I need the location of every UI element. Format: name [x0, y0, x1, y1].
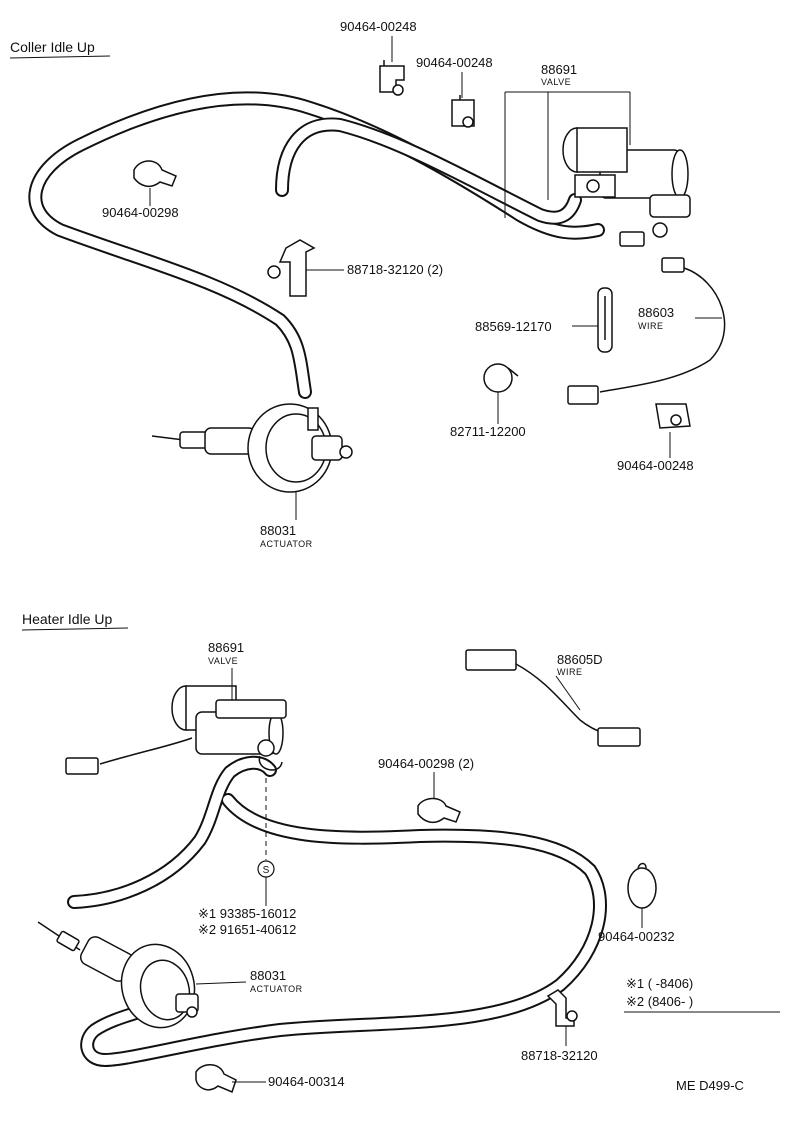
cooler-hose-clamp — [483, 363, 519, 393]
diagram-code: ME D499-C — [676, 1078, 744, 1093]
cooler-valve-name: VALVE — [541, 77, 571, 87]
cooler-clip-top-1 — [379, 60, 405, 96]
heater-actuator — [37, 921, 199, 1029]
cooler-wire — [567, 257, 726, 405]
cooler-valve-leader — [504, 91, 631, 218]
heater-actuator-leader — [195, 981, 247, 985]
cooler-actuator-name: ACTUATOR — [260, 539, 313, 549]
cooler-wire-number: 88603 — [638, 305, 674, 320]
heater-grommet-label: 90464-00232 — [598, 929, 675, 944]
cooler-clip-left-label: 90464-00298 — [102, 205, 179, 220]
heater-vacuum-hose — [67, 755, 607, 1068]
heater-wire-number: 88605D — [557, 652, 603, 667]
cooler-title-underline — [9, 55, 111, 59]
heater-s-part-2-label: ※2 91651-40612 — [198, 922, 296, 937]
cooler-clip-top-1-label: 90464-00248 — [340, 19, 417, 34]
heater-clip-bottom-label: 90464-00314 — [268, 1074, 345, 1089]
heater-wire — [465, 649, 641, 747]
heater-wire-leader — [555, 675, 581, 711]
cooler-clip-left — [133, 160, 177, 188]
cooler-short-hose — [275, 117, 582, 225]
heater-s-part-1-label: ※1 93385-16012 — [198, 906, 296, 921]
heater-actuator-number: 88031 — [250, 968, 286, 983]
cooler-bracket-label: 88718-32120 (2) — [347, 262, 443, 277]
heater-bracket-label: 88718-32120 — [521, 1048, 598, 1063]
footnote-2: ※2 (8406- ) — [626, 994, 693, 1009]
cooler-valve — [562, 127, 691, 247]
heater-clip-mid — [417, 797, 461, 824]
cooler-strap — [597, 287, 613, 353]
cooler-clip-right — [655, 403, 691, 429]
heater-actuator-name: ACTUATOR — [250, 984, 303, 994]
cooler-bracket — [267, 239, 316, 297]
cooler-clip-right-label: 90464-00248 — [617, 458, 694, 473]
heater-bracket — [546, 989, 578, 1027]
cooler-wire-name: WIRE — [638, 321, 664, 331]
cooler-valve-number: 88691 — [541, 62, 577, 77]
heater-valve-wire — [65, 737, 193, 775]
footnote-1: ※1 ( -8406) — [626, 976, 693, 991]
cooler-actuator-number: 88031 — [260, 523, 296, 538]
heater-s-marker: S — [257, 860, 275, 878]
cooler-strap-label: 88569-12170 — [475, 319, 552, 334]
heater-wire-name: WIRE — [557, 667, 583, 677]
heater-valve — [171, 685, 287, 771]
heater-s-marker-text: S — [263, 865, 270, 876]
cooler-section-title: Coller Idle Up — [10, 39, 95, 55]
heater-title-underline — [21, 627, 129, 631]
cooler-actuator — [151, 403, 353, 493]
cooler-clip-top-2-label: 90464-00248 — [416, 55, 493, 70]
heater-valve-name: VALVE — [208, 656, 238, 666]
heater-valve-number: 88691 — [208, 640, 244, 655]
heater-clip-bottom — [195, 1064, 237, 1094]
cooler-clip-top-2 — [451, 95, 475, 128]
cooler-hose-clamp-label: 82711-12200 — [450, 424, 526, 439]
heater-section-title: Heater Idle Up — [22, 611, 112, 627]
cooler-vacuum-hose — [28, 91, 605, 399]
heater-clip-mid-label: 90464-00298 (2) — [378, 756, 474, 771]
heater-grommet — [627, 862, 657, 909]
